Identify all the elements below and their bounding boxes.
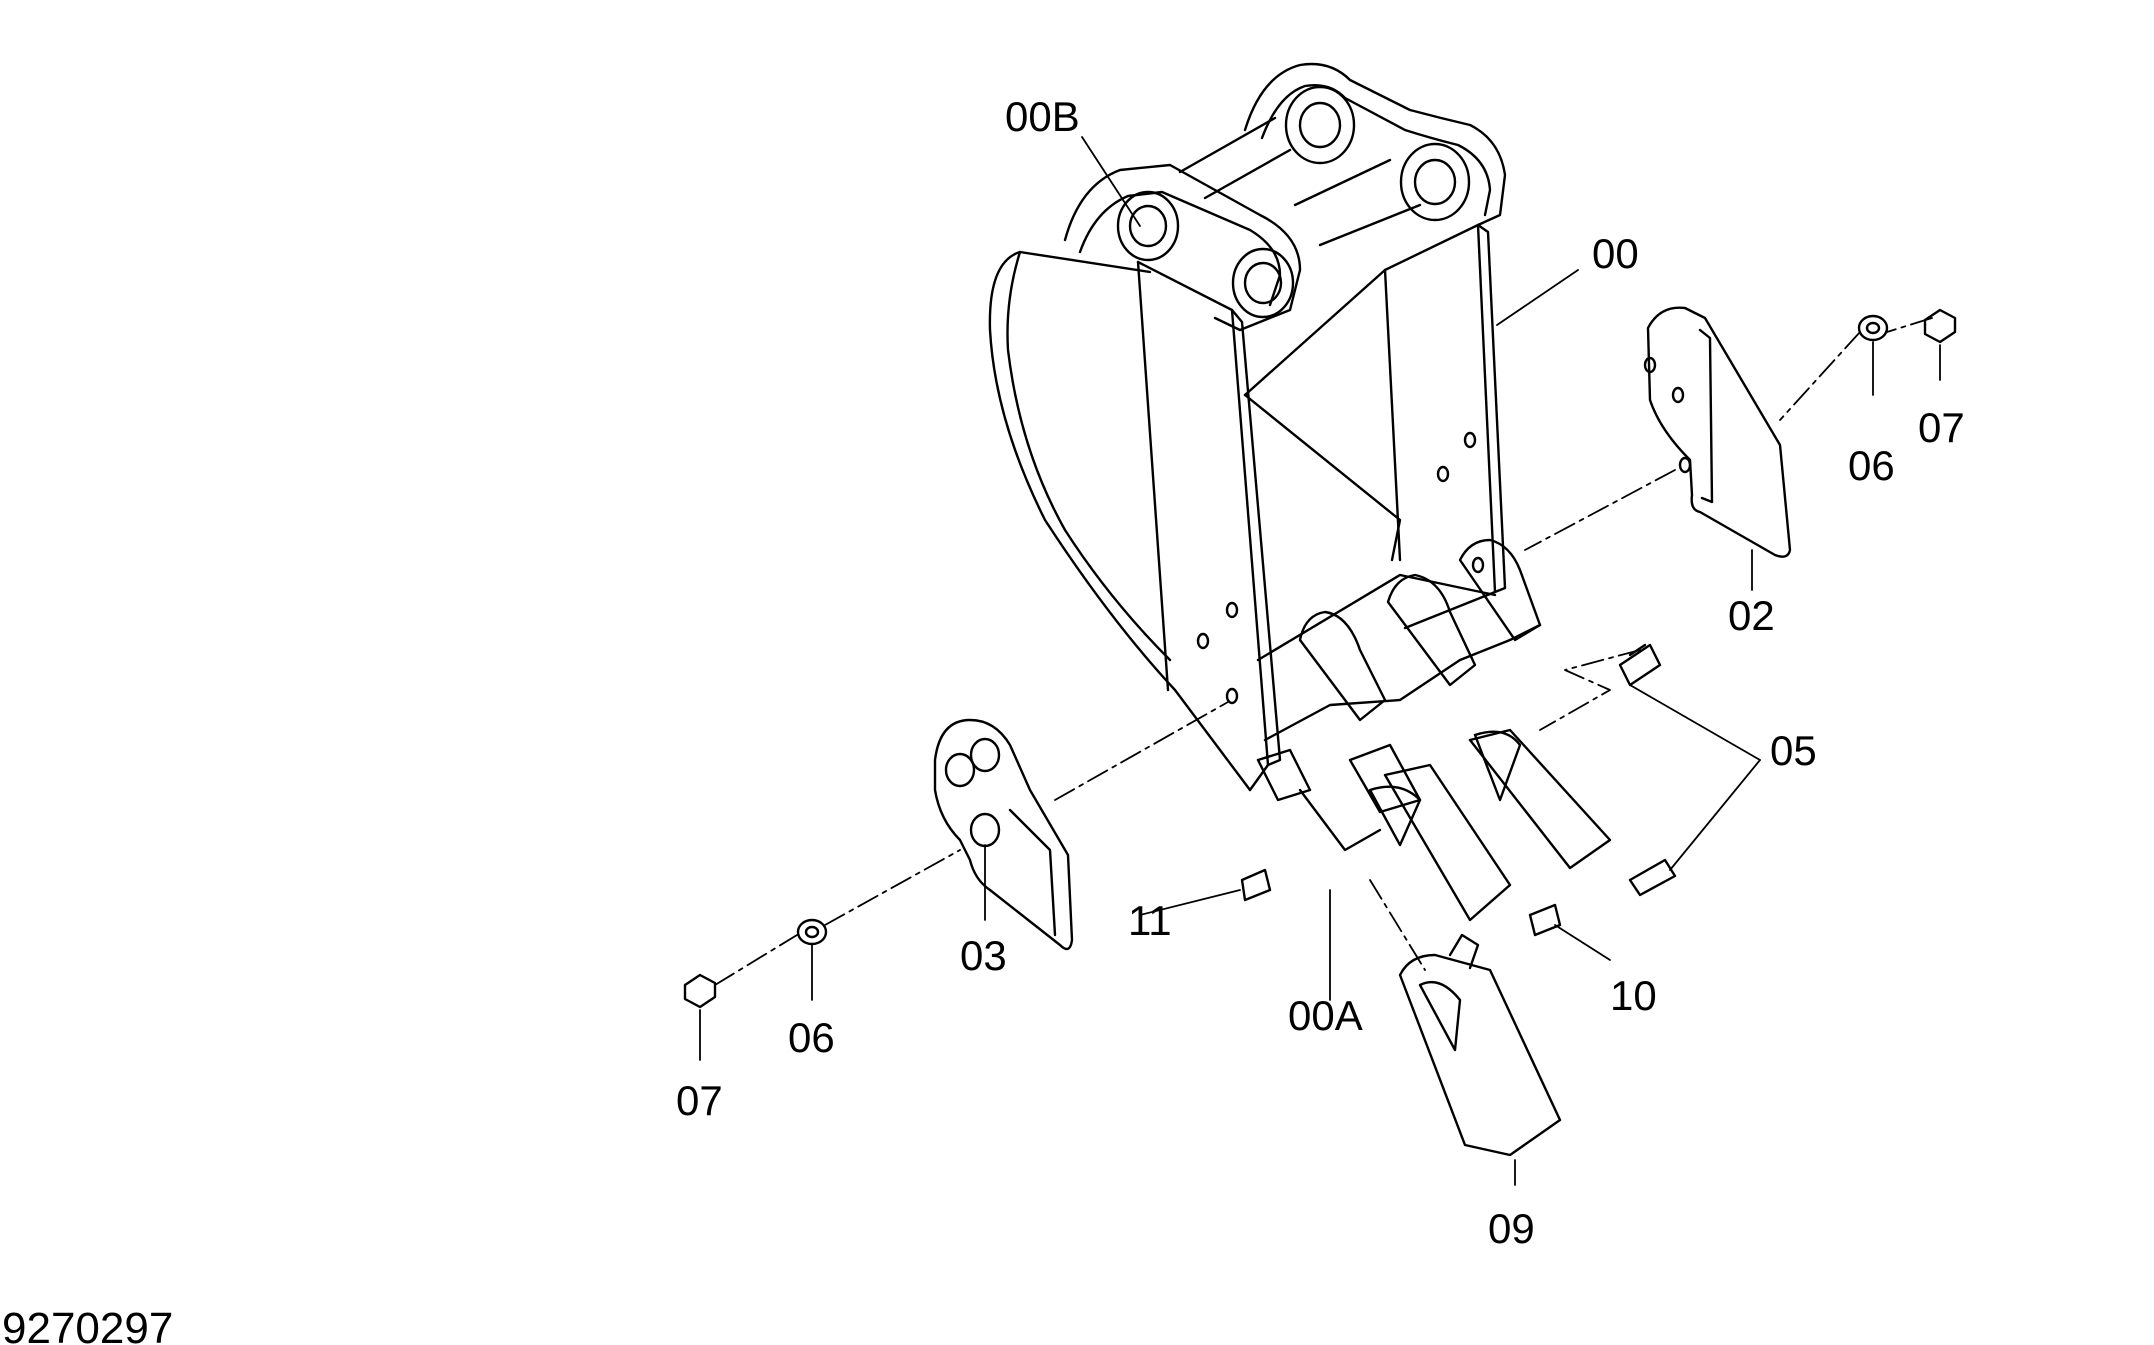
leader-lines [699, 136, 1941, 1186]
callout-06-left: 06 [788, 1014, 835, 1061]
callout-05: 05 [1770, 727, 1817, 774]
side-cutter-02 [1643, 306, 1792, 558]
callout-10: 10 [1610, 972, 1657, 1019]
callout-00: 00 [1592, 230, 1639, 277]
callout-00A: 00A [1288, 992, 1363, 1039]
side-cutter-03 [933, 718, 1074, 951]
callout-11: 11 [1128, 897, 1172, 944]
callout-09: 09 [1488, 1205, 1535, 1252]
tooth-adapters [1256, 538, 1612, 922]
callout-00B: 00B [1005, 93, 1080, 140]
bucket-body [988, 223, 1507, 792]
figure-number: 9270297 [2, 1304, 173, 1345]
small-hardware [683, 308, 1957, 1009]
tooth-09 [1398, 933, 1562, 1157]
callout-06-right: 06 [1848, 442, 1895, 489]
callout-03: 03 [960, 932, 1007, 979]
callout-07-right: 07 [1918, 404, 1965, 451]
bolts-05 [1618, 643, 1677, 897]
callout-02: 02 [1728, 592, 1775, 639]
callout-labels: 00B 00 07 06 02 05 03 11 00A 10 06 07 09 [676, 93, 1965, 1252]
callout-07-left: 07 [676, 1077, 723, 1124]
linkage-brackets [1063, 62, 1507, 332]
